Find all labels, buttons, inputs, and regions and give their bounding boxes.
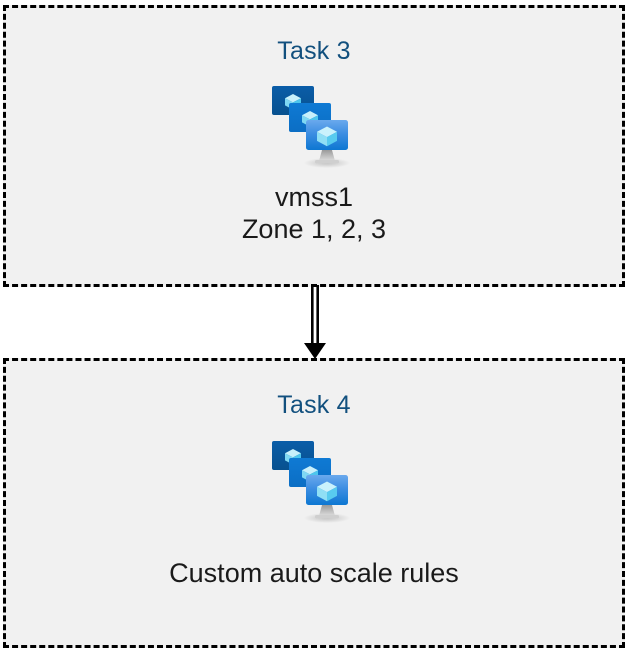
task-caption: vmss1 Zone 1, 2, 3 <box>241 182 387 244</box>
azure-virtual-machine-scale-set-icon <box>264 436 364 528</box>
task-title: Task 4 <box>277 391 351 419</box>
double-line-down-arrow <box>298 285 332 361</box>
task-node-task3[interactable]: Task 3 <box>3 5 625 287</box>
task-node-task4[interactable]: Task 4 <box>3 358 625 648</box>
task-title: Task 3 <box>277 37 351 65</box>
azure-virtual-machine-scale-set-icon <box>264 81 364 173</box>
task-caption: Custom auto scale rules <box>169 558 459 588</box>
